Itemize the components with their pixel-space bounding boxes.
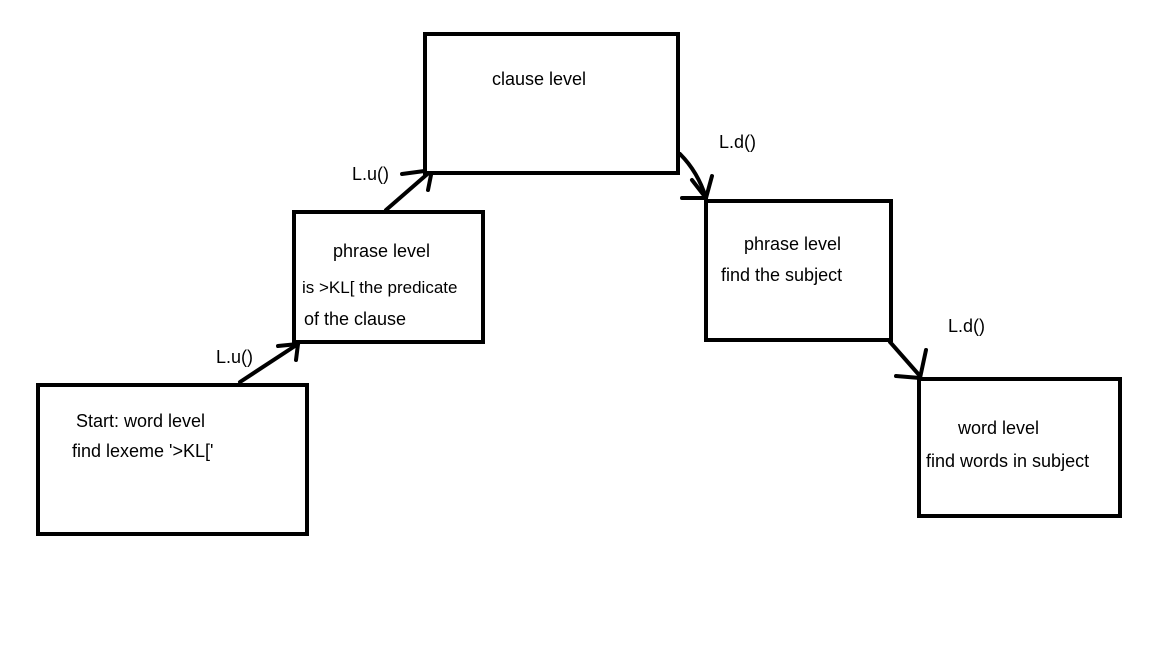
box-phrase-level-down-line2: find the subject (721, 265, 843, 285)
box-phrase-level-down-line1: phrase level (744, 234, 842, 254)
arrow-label-down-2: L.d() (948, 316, 986, 336)
box-clause-level (423, 32, 680, 175)
arrow-down-2 (888, 340, 928, 380)
box-phrase-level-up-line3: of the clause (304, 309, 407, 329)
box-word-level-start-line1: Start: word level (76, 411, 206, 431)
arrow-label-up-2: L.u() (352, 164, 390, 184)
box-word-level-end (917, 377, 1122, 518)
box-word-level-start (36, 383, 309, 536)
box-phrase-level-down (704, 199, 893, 342)
arrow-up-2 (384, 168, 434, 212)
box-word-level-end-line1: word level (958, 418, 1040, 438)
arrow-label-down-1: L.d() (719, 132, 757, 152)
box-phrase-level-up-line1: phrase level (333, 241, 431, 261)
arrow-down-1 (678, 152, 714, 200)
box-word-level-start-line2: find lexeme '>KL[' (72, 441, 214, 461)
box-phrase-level-up-line2: is >KL[ the predicate (302, 278, 458, 297)
arrow-up-1 (238, 342, 300, 384)
arrow-label-up-1: L.u() (216, 347, 254, 367)
box-word-level-end-line2: find words in subject (926, 451, 1090, 471)
box-phrase-level-up (292, 210, 485, 344)
box-clause-level-line1: clause level (492, 69, 587, 89)
